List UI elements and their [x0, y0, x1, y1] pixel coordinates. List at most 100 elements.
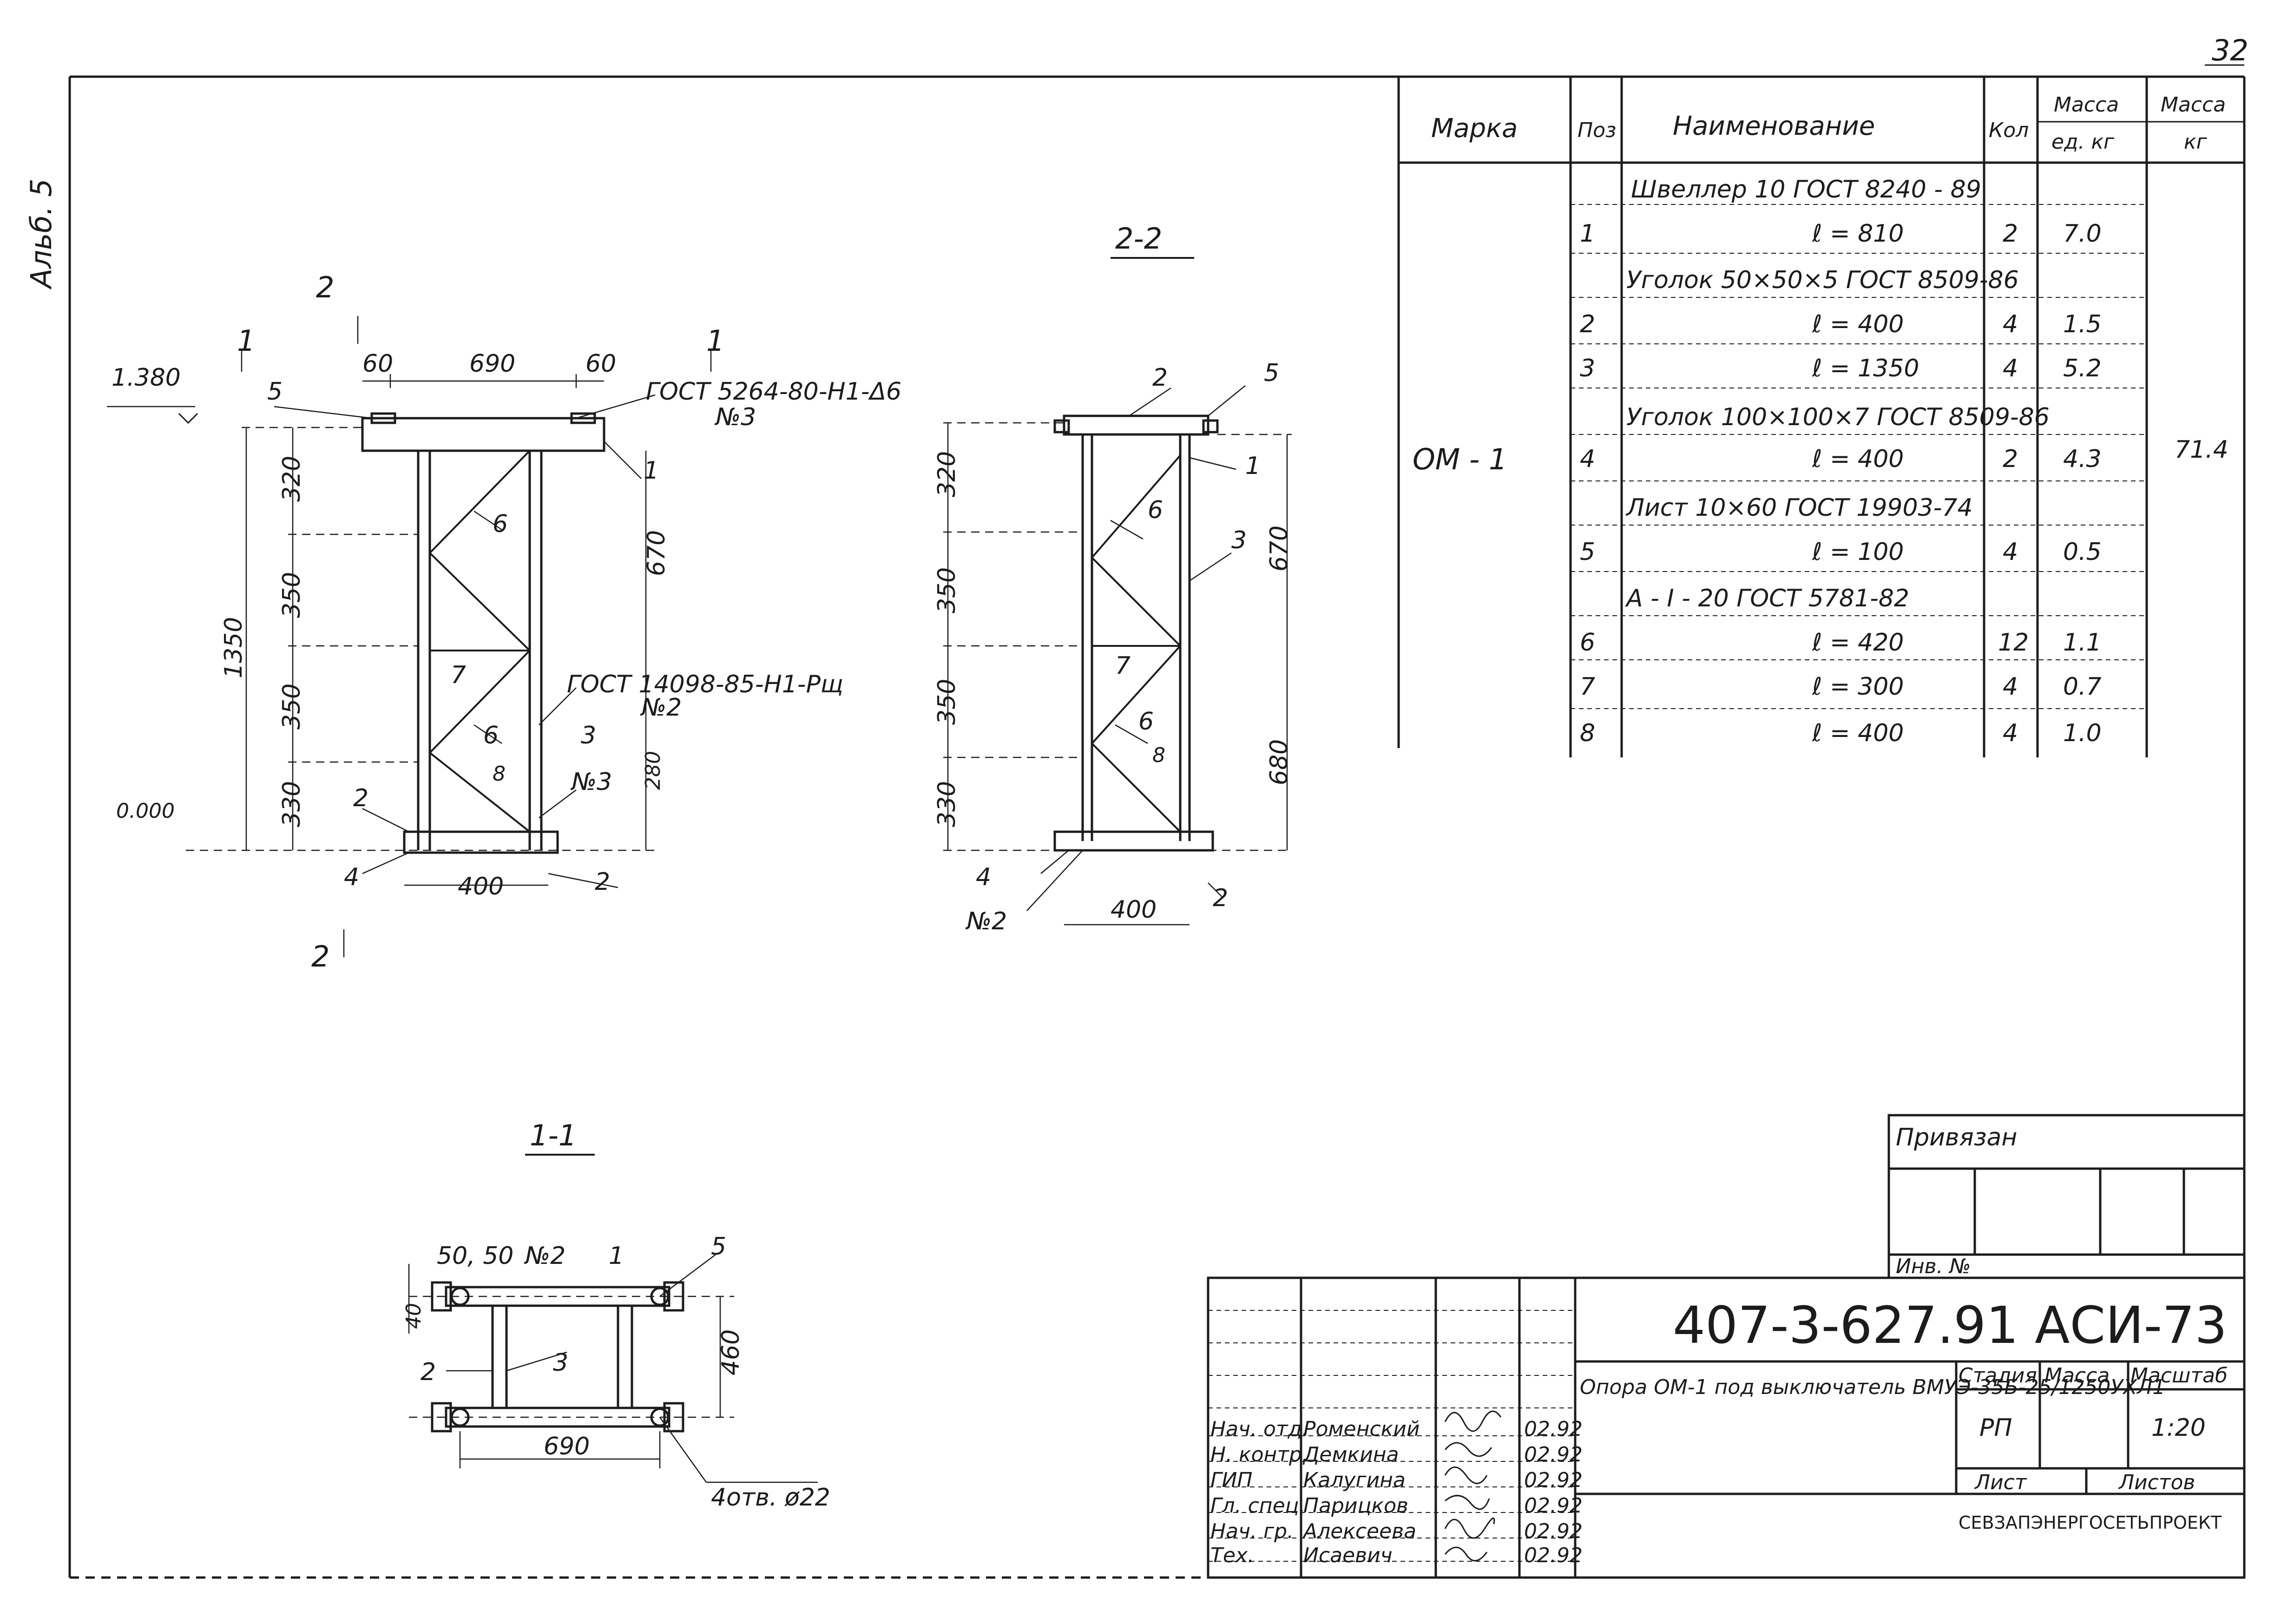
front-note-weld-mid-n: №2 [640, 694, 682, 722]
front-elevation-bottom: 0.000 [116, 799, 175, 823]
side-pos-3: 3 [1231, 526, 1247, 554]
stamp-name: Роменский [1303, 1417, 1420, 1441]
front-dim-400: 400 [458, 873, 504, 901]
side-dim-left-1: 320 [933, 451, 961, 497]
stamp-privyazan: Привязан [1896, 1124, 2017, 1151]
front-pos-5: 5 [267, 378, 283, 406]
front-pos-1: 1 [644, 457, 659, 485]
stamp-role: Нач. гр. [1210, 1519, 1294, 1543]
stamp-organization: СЕВЗАПЭНЕРГОСЕТЬПРОЕКТ [1959, 1512, 2222, 1533]
stamp-role: Гл. спец. [1210, 1494, 1306, 1518]
front-dim-670: 670 [643, 530, 670, 576]
spec-row-name: ℓ = 810 [1812, 220, 1904, 248]
front-dim-280: 280 [641, 751, 665, 790]
side-dim-left-4: 330 [933, 781, 961, 827]
spec-row-name: Лист 10×60 ГОСТ 19903-74 [1625, 494, 1973, 522]
side-pos-7: 7 [1115, 652, 1131, 680]
spec-row-name: Швеллер 10 ГОСТ 8240 - 89 [1631, 176, 1981, 204]
side-pos-2-bottom: 2 [1213, 884, 1228, 912]
stamp-inv: Инв. № [1896, 1255, 1971, 1278]
spec-row-name: Уголок 100×100×7 ГОСТ 8509-86 [1626, 403, 2050, 431]
side-dim-400: 400 [1111, 896, 1157, 924]
side-pos-6-upper: 6 [1148, 496, 1163, 524]
spec-row-qty: 4 [2003, 673, 2018, 701]
stamp-stage: РП [1979, 1414, 2012, 1442]
stamp-date: 02.92 [1524, 1468, 1583, 1492]
front-dim-top-right: 60 [585, 350, 616, 378]
plan-pos-2: 2 [421, 1358, 436, 1386]
spec-total-mass: 71.4 [2175, 436, 2228, 464]
front-pos-6-lower: 6 [483, 722, 499, 750]
side-dim-680: 680 [1265, 739, 1293, 785]
plan-dim-top: 50, 50 [437, 1242, 513, 1270]
stamp-name: Парицков [1303, 1494, 1408, 1518]
stamp-role: ГИП [1210, 1468, 1253, 1492]
spec-row-name: ℓ = 400 [1812, 310, 1904, 338]
spec-row-qty: 4 [2003, 355, 2018, 382]
front-cut-mark-2-bottom: 2 [311, 940, 329, 973]
side-pos-1: 1 [1245, 452, 1261, 480]
front-cut-mark-1-right: 1 [706, 324, 724, 358]
side-dim-670: 670 [1265, 526, 1293, 572]
spec-row-pos: 3 [1580, 355, 1595, 382]
stamp-code: 407-3-627.91 АСИ-73 [1673, 1295, 2227, 1355]
sheet-number: 32 [2212, 33, 2248, 67]
front-elevation-top: 1.380 [112, 364, 181, 392]
front-dim-top-left: 60 [362, 350, 393, 378]
spec-row-qty: 2 [2003, 445, 2018, 473]
stamp-name: Демкина [1302, 1443, 1399, 1466]
front-cut-mark-2: 2 [316, 270, 334, 304]
spec-row-name: Уголок 50×50×5 ГОСТ 8509-86 [1626, 266, 2019, 294]
front-cut-mark-1-left: 1 [237, 324, 255, 358]
side-dim-left-3: 350 [933, 679, 961, 725]
spec-header-mass-total-top: Масса [2161, 93, 2226, 117]
plan-dim-top-n: №2 [524, 1242, 565, 1270]
stamp-sheet-header: Лист [1974, 1471, 2027, 1494]
spec-row-name: ℓ = 1350 [1812, 355, 1919, 382]
spec-row-pos: 2 [1580, 310, 1595, 338]
spec-header-pos: Поз [1578, 118, 1616, 142]
stamp-date: 02.92 [1524, 1494, 1583, 1518]
side-dim-left-2: 350 [933, 567, 961, 613]
front-pos-2-bottom: 2 [595, 868, 610, 896]
spec-row-qty: 2 [2003, 220, 2018, 248]
spec-header-mass-unit-bottom: ед. кг [2051, 130, 2115, 154]
plan-holes-note: 4отв. ø22 [711, 1484, 830, 1512]
stamp-name: Калугина [1303, 1468, 1406, 1492]
spec-row-pos: 6 [1580, 629, 1595, 657]
spec-header-mark: Марка [1431, 113, 1518, 144]
signature-marks [1444, 1410, 1502, 1562]
plan-pos-1: 1 [609, 1242, 624, 1270]
title-block: Привязан Инв. № 407-3-627.91 АСИ-73 Опор… [1207, 1114, 2246, 1579]
stamp-title: Опора ОМ-1 под выключатель ВМУЭ-35Б-25/1… [1580, 1375, 2165, 1399]
spec-row-name: ℓ = 420 [1812, 629, 1904, 657]
side-pos-2-top: 2 [1152, 364, 1168, 392]
plan-dim-690: 690 [544, 1433, 590, 1460]
plan-dim-40: 40 [402, 1303, 426, 1329]
stamp-stage-header: Стадия [1959, 1364, 2037, 1387]
spec-row-mass: 1.1 [2063, 629, 2102, 657]
spec-row-pos: 1 [1580, 220, 1595, 248]
spec-row-name: ℓ = 400 [1812, 445, 1904, 473]
front-pos-2: 2 [353, 784, 368, 812]
front-pos-8: 8 [493, 762, 506, 786]
spec-row-qty: 4 [2003, 538, 2018, 566]
spec-mark: ОМ - 1 [1413, 442, 1507, 476]
spec-header-name: Наименование [1673, 111, 1875, 141]
spec-row-mass: 7.0 [2063, 220, 2102, 248]
spec-row-mass: 1.0 [2063, 719, 2102, 747]
stamp-date: 02.92 [1524, 1544, 1583, 1567]
front-pos-6-upper: 6 [493, 510, 508, 538]
side-pos-8: 8 [1152, 743, 1165, 767]
spec-header-qty: Кол [1989, 118, 2029, 142]
stamp-name: Исаевич [1303, 1544, 1393, 1567]
spec-row-mass: 5.2 [2063, 355, 2102, 382]
front-dim-top-mid: 690 [469, 350, 515, 378]
side-pos-4: 4 [976, 863, 991, 891]
spec-row-qty: 4 [2003, 310, 2018, 338]
plan-pos-5: 5 [711, 1233, 726, 1261]
side-view-title: 2-2 [1115, 222, 1162, 256]
stamp-sheets-header: Листов [2118, 1471, 2195, 1494]
spec-row-pos: 5 [1580, 538, 1595, 566]
side-note-n2: №2 [965, 907, 1007, 935]
